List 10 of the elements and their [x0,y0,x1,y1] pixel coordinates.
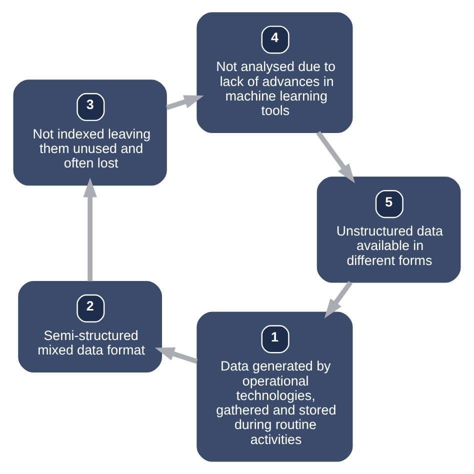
node-box: 4 Not analysed due to lack of advances in machine learning tools [196,12,353,133]
arrow [324,280,352,318]
node-box: 1 Data generated by operational technologies, gathered and stored during routine activities [196,312,353,462]
node-box: 5 Unstructured data available in different forms [316,176,461,283]
node-box: 2 Semi-structured mixed data format [18,281,162,372]
arrow [166,95,204,110]
arrow [316,131,356,184]
arrow [154,347,198,364]
arrow [83,178,97,282]
node-box: 3 Not indexed leaving them unused and often lost [13,80,167,186]
